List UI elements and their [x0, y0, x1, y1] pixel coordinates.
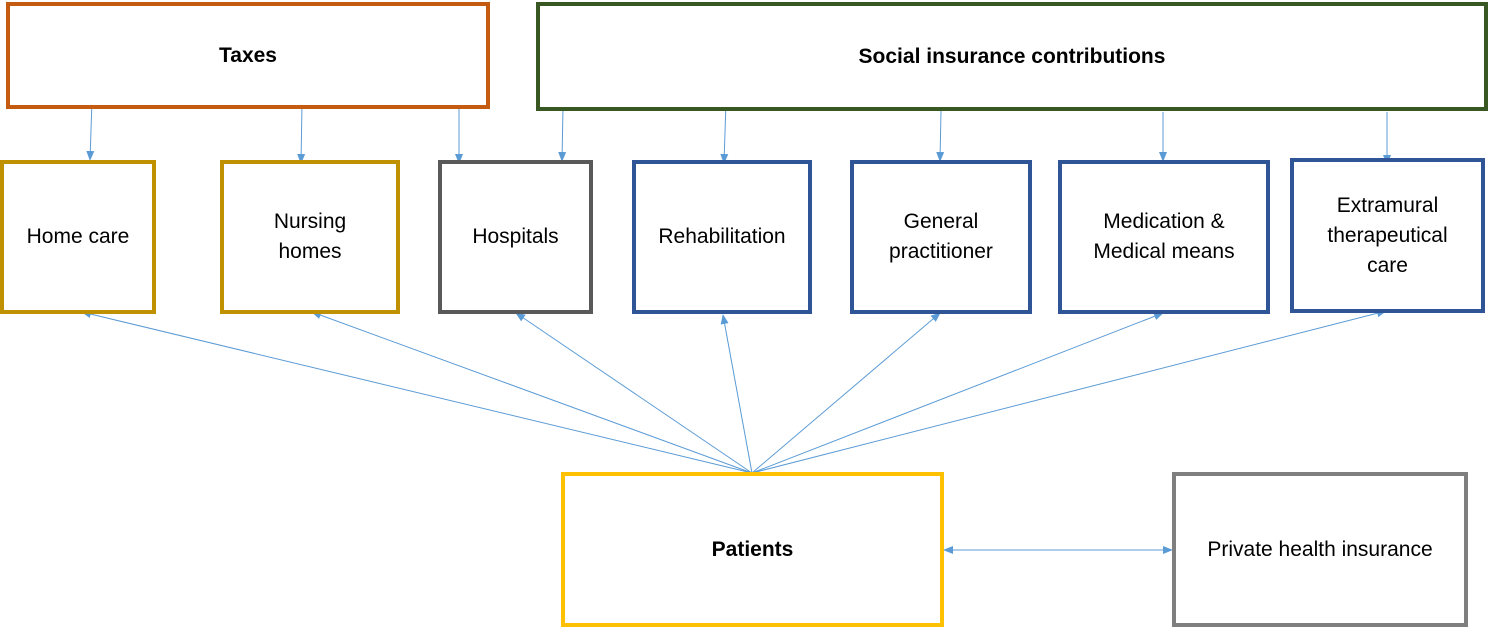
extramural-care-label: Extramural therapeutical care	[1327, 193, 1448, 277]
patients-label: Patients	[711, 537, 794, 561]
taxes-box: Taxes	[6, 2, 490, 109]
general-practitioner-box: General practitioner	[850, 160, 1032, 314]
nursing-homes-box: Nursing homes	[220, 160, 400, 314]
medication-label: Medication & Medical means	[1093, 210, 1235, 263]
home-care-box: Home care	[0, 160, 156, 314]
arrow-taxes-to-nursing-homes	[297, 103, 306, 164]
arrow-social-to-hospitals	[558, 107, 567, 162]
arrow-patients-to-general-practitioner	[751, 312, 941, 474]
medication-box: Medication & Medical means	[1058, 160, 1270, 314]
home-care-label: Home care	[26, 225, 130, 248]
nursing-homes-label: Nursing homes	[273, 210, 347, 263]
rehabilitation-box: Rehabilitation	[632, 160, 812, 314]
taxes-label: Taxes	[219, 43, 277, 67]
general-practitioner-label: General practitioner	[889, 210, 993, 263]
patients-box: Patients	[561, 472, 944, 627]
social-insurance-label: Social insurance contributions	[858, 44, 1166, 68]
private-health-insurance-box: Private health insurance	[1172, 472, 1468, 627]
private-health-insurance-label: Private health insurance	[1207, 537, 1433, 561]
arrow-patients-to-nursing-homes	[311, 311, 753, 474]
rehabilitation-label: Rehabilitation	[658, 225, 786, 248]
arrow-patients-to-extramural	[751, 309, 1387, 474]
extramural-care-box: Extramural therapeutical care	[1290, 158, 1485, 313]
arrow-patients-to-home-care	[81, 310, 753, 474]
arrow-social-to-rehabilitation	[720, 101, 729, 164]
arrow-social-to-general-practitioner	[936, 110, 945, 162]
arrow-patients-to-hospitals	[515, 312, 753, 474]
social-insurance-box: Social insurance contributions	[536, 2, 1488, 111]
arrow-patients-to-medication	[751, 312, 1164, 474]
hospitals-label: Hospitals	[472, 225, 559, 248]
hospitals-box: Hospitals	[438, 160, 593, 314]
arrow-taxes-to-home-care	[86, 99, 95, 161]
arrow-patients-to-rehabilitation	[720, 314, 753, 474]
